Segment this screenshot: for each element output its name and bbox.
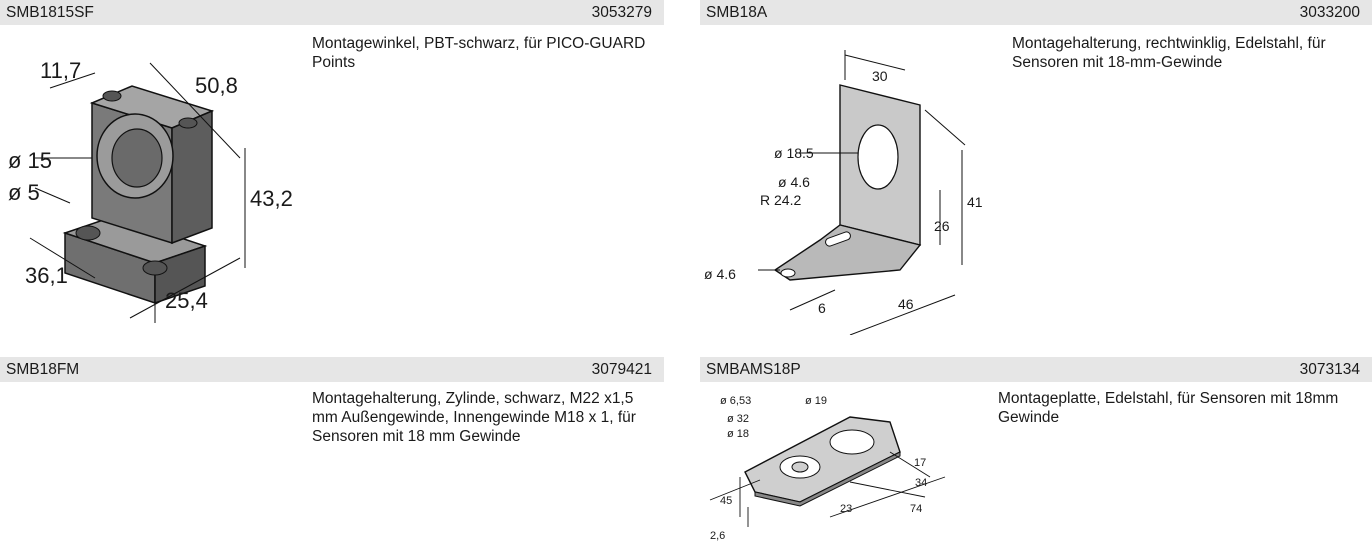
dim-label: ø 5 [8, 180, 40, 205]
product-code: SMBAMS18P [706, 361, 801, 378]
dim-label: ø 6,53 [720, 395, 751, 407]
dim-label: 30 [872, 68, 888, 84]
dim-label: ø 18.5 [774, 145, 814, 161]
product-drawing: 11,7 50,8 ø 15 ø 5 43,2 36,1 25,4 [8, 58, 293, 323]
product-drawing: ø 6,53 ø 19 ø 32 ø 18 17 34 45 23 74 2,6 [709, 395, 946, 542]
dim-label: 11,7 [40, 58, 81, 83]
product-card-smb18a: SMB18A 3033200 30 ø 18.5 ø 4.6 R 24.2 41… [700, 0, 1372, 335]
dim-label: 6 [818, 300, 826, 316]
dim-label: 45 [720, 495, 732, 507]
product-drawing: 30 ø 18.5 ø 4.6 R 24.2 41 26 ø 4.6 6 46 [704, 50, 983, 335]
product-description: Montageplatte, Edelstahl, für Sensoren m… [998, 390, 1339, 426]
dim-label: ø 4.6 [704, 266, 736, 282]
dim-label: 2,6 [710, 530, 725, 542]
product-code: SMB18FM [6, 361, 80, 378]
product-card-smb18fm: SMB18FM 3079421 Montagehalterung, Zylind… [0, 357, 664, 553]
dim-label: 50,8 [195, 73, 238, 98]
dim-label: 46 [898, 296, 914, 312]
dim-label: ø 15 [8, 148, 52, 173]
dim-label: ø 32 [727, 413, 749, 425]
dim-label: ø 19 [805, 395, 827, 407]
dim-label: 26 [934, 218, 950, 234]
dim-label: 43,2 [250, 186, 293, 211]
product-code: SMB18A [706, 4, 768, 21]
product-card-smb1815sf: SMB1815SF 3053279 11,7 50,8 ø 15 ø 5 43,… [0, 0, 664, 330]
dim-label: 41 [967, 194, 983, 210]
product-description: Montagehalterung, rechtwinklig, Edelstah… [1012, 35, 1326, 71]
product-number: 3033200 [1299, 4, 1360, 21]
dim-label: ø 18 [727, 428, 749, 440]
product-header: SMBAMS18P 3073134 [700, 357, 1372, 382]
dim-label: R 24.2 [760, 192, 801, 208]
product-number: 3079421 [591, 361, 652, 378]
dim-label: 23 [840, 503, 852, 515]
product-number: 3053279 [591, 4, 652, 21]
product-description: Montagewinkel, PBT-schwarz, für PICO-GUA… [312, 35, 646, 71]
product-card-smbams18p: SMBAMS18P 3073134 ø 6,53 ø 19 ø 32 ø 18 … [700, 357, 1372, 553]
product-header: SMB18FM 3079421 [0, 357, 664, 382]
product-description: Montagehalterung, Zylinde, schwarz, M22 … [312, 390, 636, 445]
product-number: 3073134 [1299, 361, 1360, 378]
product-code: SMB1815SF [6, 4, 94, 21]
product-header: SMB18A 3033200 [700, 0, 1372, 25]
dim-label: 34 [915, 477, 927, 489]
dim-label: ø 4.6 [778, 174, 810, 190]
dim-label: 74 [910, 503, 922, 515]
dim-label: 17 [914, 457, 926, 469]
dim-label: 25,4 [165, 288, 208, 313]
product-header: SMB1815SF 3053279 [0, 0, 664, 25]
dim-label: 36,1 [25, 263, 68, 288]
